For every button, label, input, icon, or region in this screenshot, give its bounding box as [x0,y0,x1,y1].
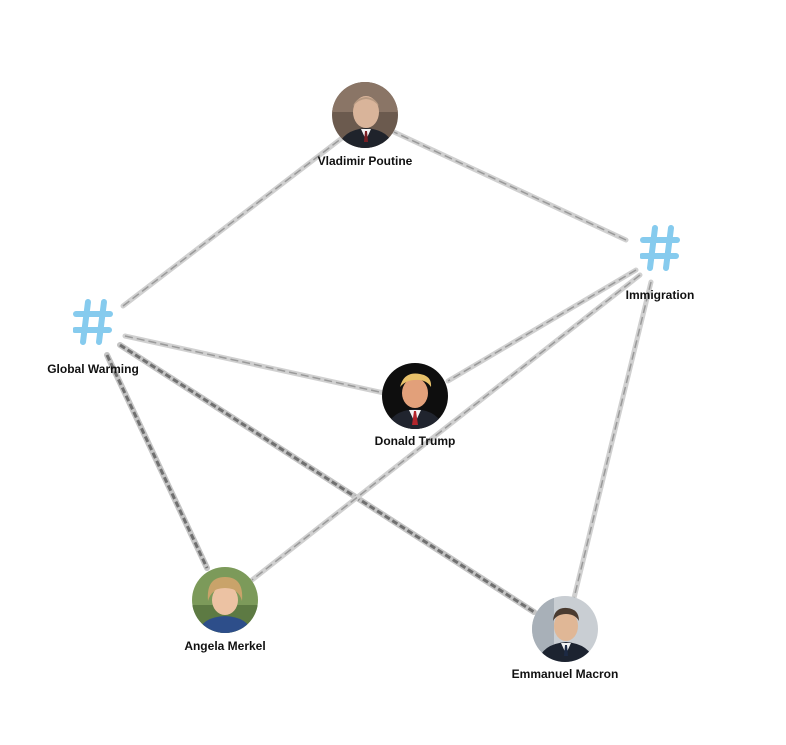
edge-global-warming-putin [120,135,345,309]
edge-global-warming-merkel [104,352,210,571]
person-label: Angela Merkel [184,639,266,653]
edge-immigration-macron [571,279,654,601]
avatar [532,596,598,662]
hashtag-label: Global Warming [47,362,139,376]
hashtag-icon [72,298,113,351]
person-label: Donald Trump [374,434,456,448]
hashtag-icon [639,224,680,277]
edge-global-warming-trump [122,333,387,396]
person-label: Vladimir Poutine [317,154,413,168]
avatar [382,363,448,429]
hashtag-label: Immigration [625,288,695,302]
person-label: Emmanuel Macron [511,667,619,681]
edge-immigration-merkel [249,272,643,583]
edge-immigration-putin [391,129,629,243]
edge-global-warming-macron [117,342,537,615]
avatar [332,82,398,148]
edge-immigration-trump [445,267,639,384]
avatar [192,567,258,633]
